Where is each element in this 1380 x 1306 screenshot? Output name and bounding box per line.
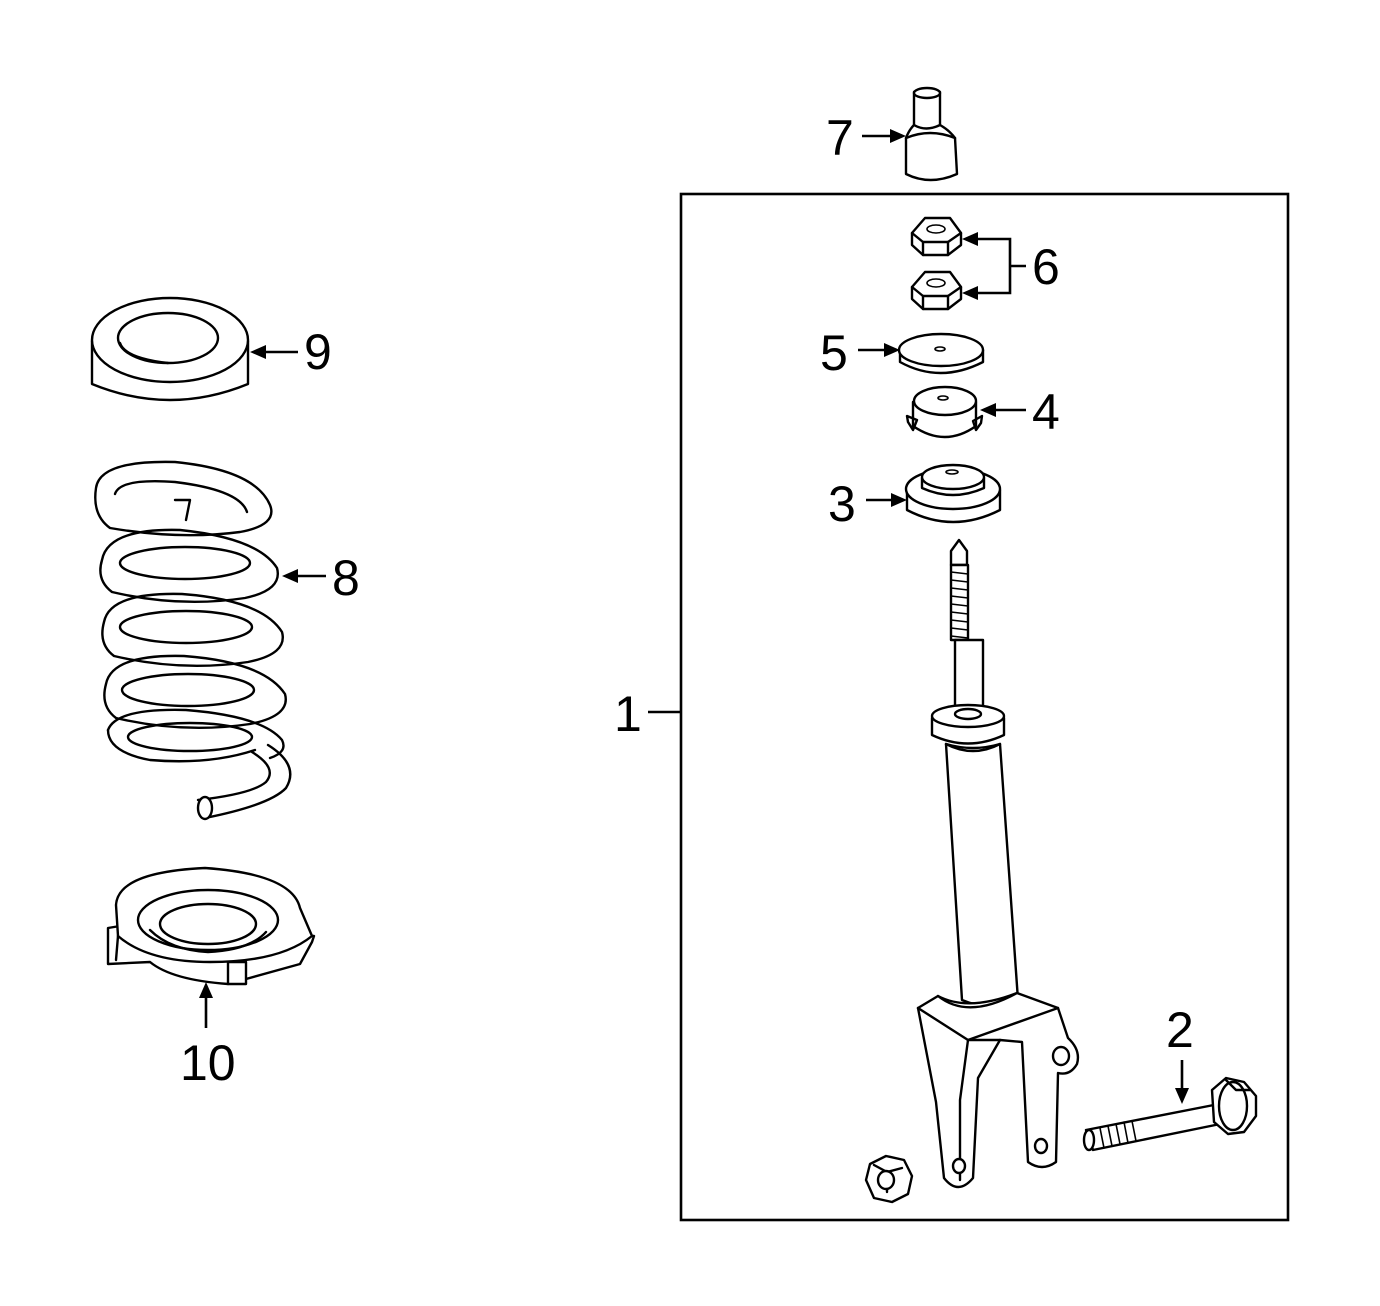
part-2-bolt[interactable] [1082, 1076, 1258, 1152]
callout-10: 10 [180, 1035, 236, 1091]
part-10-lower-spring-seat[interactable] [106, 866, 316, 986]
arrow-5 [884, 343, 900, 357]
arrow-3 [891, 493, 907, 507]
callout-6: 6 [1032, 239, 1060, 295]
part-5-washer[interactable] [897, 332, 985, 375]
arrow-4 [980, 403, 996, 417]
leader-6 [976, 237, 1026, 295]
callout-8: 8 [332, 550, 360, 606]
part-4-upper-insulator[interactable] [905, 385, 984, 439]
part-6-lower-nut[interactable] [910, 270, 963, 311]
part-3-lower-insulator[interactable] [904, 463, 1002, 524]
part-6-upper-nut[interactable] [910, 216, 963, 257]
arrow-10 [199, 982, 213, 998]
callout-9: 9 [304, 324, 332, 380]
arrow-6-lower [962, 286, 978, 300]
callout-7: 7 [826, 110, 854, 166]
callout-5: 5 [820, 325, 848, 381]
part-7-bump-stop[interactable] [904, 86, 959, 182]
callout-3: 3 [828, 476, 856, 532]
strut-lower-flange-nut[interactable] [864, 1154, 914, 1204]
part-8-coil-spring[interactable] [94, 460, 292, 821]
part-1-strut[interactable] [916, 538, 1080, 1189]
callout-4: 4 [1032, 384, 1060, 440]
arrow-9 [250, 345, 266, 359]
callout-1: 1 [614, 686, 642, 742]
callout-2: 2 [1166, 1002, 1194, 1058]
arrow-8 [282, 569, 298, 583]
strut-assembly-frame [679, 192, 1290, 1222]
arrow-7 [890, 129, 906, 143]
arrow-6-upper [962, 232, 978, 246]
arrow-2 [1175, 1088, 1189, 1104]
part-9-spring-isolator[interactable] [90, 296, 250, 402]
